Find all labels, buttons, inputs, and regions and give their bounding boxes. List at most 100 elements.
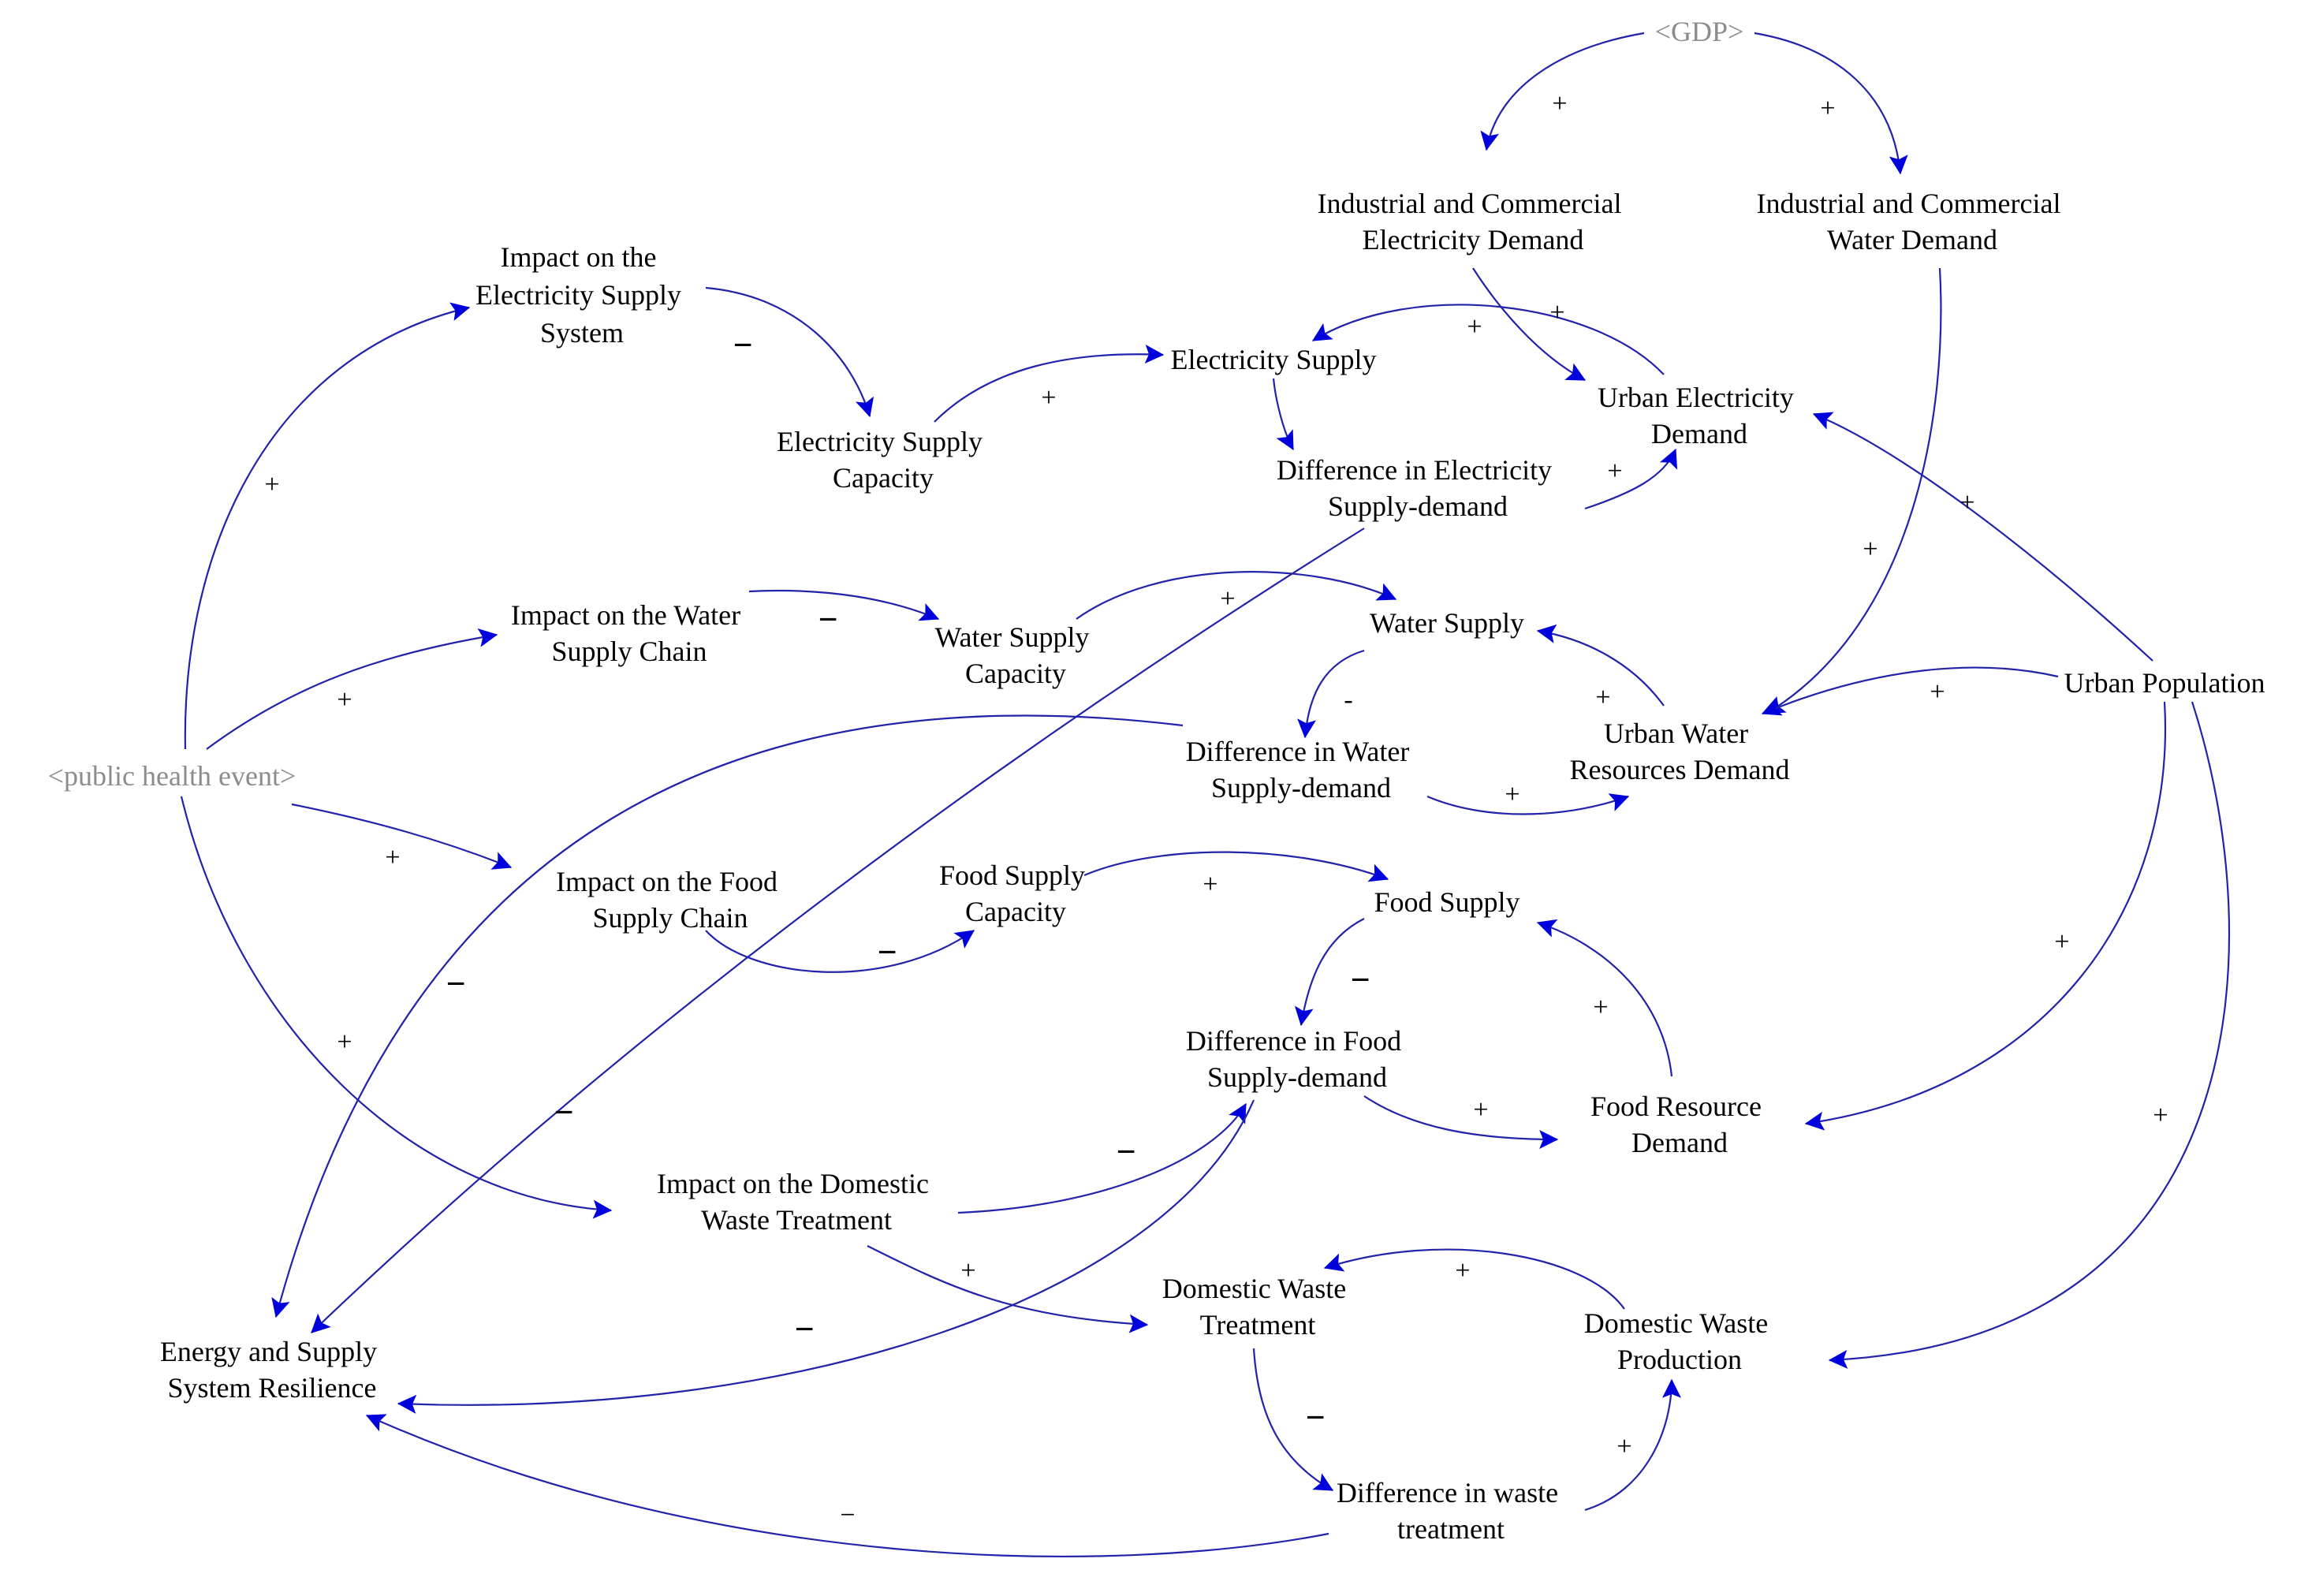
link-diff-food-to-food-demand — [1363, 1095, 1559, 1149]
link-impact-waste-to-diff-food — [957, 1102, 1247, 1214]
polarity-urban-water-to-water-supply: + — [1595, 683, 1610, 712]
link-diff-food-to-resilience — [397, 1099, 1255, 1414]
link-elec-capacity-to-supply — [934, 345, 1165, 423]
link-food-demand-to-food-supply — [1536, 919, 1673, 1077]
polarity-diff-waste-to-resilience: − — [840, 1501, 855, 1530]
node-food-supply-capacity: Food Supply Capacity — [939, 860, 1092, 927]
node-electricity-supply: Electricity Supply — [1171, 344, 1377, 375]
link-population-to-waste-production — [1828, 701, 2230, 1369]
link-gdp-to-ic-elec — [1480, 32, 1645, 151]
polarity-impact-water-to-capacity: − — [818, 600, 837, 639]
link-impact-water-to-capacity — [748, 589, 940, 621]
link-public-health-to-impact-water — [206, 628, 498, 750]
link-diff-waste-to-production — [1584, 1378, 1681, 1512]
link-public-health-to-impact-elec — [184, 302, 471, 750]
link-food-capacity-to-supply — [1083, 851, 1389, 882]
link-impact-elec-to-capacity — [705, 286, 874, 418]
polarity-diff-water-to-resilience: − — [446, 964, 465, 1003]
node-electricity-supply-capacity: Electricity Supply Capacity — [777, 426, 990, 494]
node-food-resource-demand: Food Resource Demand — [1590, 1091, 1769, 1158]
polarity-diff-food-to-resilience: − — [794, 1310, 814, 1348]
link-public-health-to-impact-waste — [180, 796, 613, 1219]
link-ic-elec-to-urban-elec — [1472, 267, 1587, 381]
node-system-resilience: Energy and Supply System Resilience — [160, 1336, 384, 1404]
polarity-urban-elec-to-elec-supply: + — [1467, 312, 1482, 341]
link-population-to-urban-water — [1761, 666, 2059, 716]
polarity-impact-food-to-capacity: − — [877, 933, 897, 971]
link-population-to-food-demand — [1804, 701, 2167, 1131]
link-diff-water-to-resilience — [271, 714, 1184, 1318]
node-difference-waste-treatment: Difference in waste treatment — [1337, 1477, 1565, 1545]
link-diff-water-to-urban-water — [1426, 793, 1630, 815]
polarity-diff-waste-to-production: + — [1616, 1432, 1631, 1461]
node-impact-water-supply: Impact on the Water Supply Chain — [511, 599, 748, 667]
polarity-ic-elec-to-urban-elec: + — [1549, 298, 1564, 327]
link-diff-elec-to-resilience — [311, 528, 1365, 1333]
link-diff-waste-to-resilience — [365, 1414, 1329, 1557]
polarity-population-to-urban-water: + — [1930, 677, 1945, 707]
link-impact-waste-to-waste-treatment — [867, 1245, 1149, 1333]
node-water-supply: Water Supply — [1370, 607, 1524, 639]
polarity-waste-production-to-treatment: + — [1455, 1256, 1470, 1285]
node-difference-food: Difference in Food Supply-demand — [1186, 1025, 1408, 1093]
link-impact-food-to-capacity — [705, 930, 975, 973]
polarity-food-demand-to-food-supply: + — [1593, 993, 1608, 1022]
polarity-food-capacity-to-supply: + — [1203, 870, 1217, 899]
link-waste-treatment-to-diff — [1252, 1348, 1334, 1491]
polarity-gdp-to-ic-elec: + — [1552, 89, 1567, 118]
polarity-water-supply-to-diff: - — [1344, 685, 1352, 714]
polarity-food-supply-to-diff: − — [1350, 960, 1370, 999]
polarity-signs: + + + + − + + + + + + − + - + + + + − + … — [264, 89, 2168, 1530]
node-domestic-waste-production: Domestic Waste Production — [1584, 1307, 1775, 1375]
link-food-supply-to-diff — [1294, 918, 1365, 1027]
node-gdp: <GDP> — [1655, 16, 1744, 47]
polarity-diff-elec-to-resilience: − — [554, 1093, 573, 1132]
polarity-public-health-to-impact-food: + — [385, 843, 400, 872]
polarity-population-to-waste-production: + — [2153, 1101, 2168, 1130]
node-ic-electricity-demand: Industrial and Commercial Electricity De… — [1318, 188, 1629, 255]
link-water-supply-to-diff — [1297, 649, 1365, 739]
polarity-population-to-food-demand: + — [2054, 927, 2069, 956]
node-impact-food-supply: Impact on the Food Supply Chain — [556, 866, 785, 934]
polarity-ic-water-to-urban-water: + — [1863, 535, 1877, 564]
node-urban-electricity-demand: Urban Electricity Demand — [1598, 382, 1801, 449]
polarity-impact-waste-to-waste-treatment: + — [960, 1256, 975, 1285]
link-population-to-urban-elec — [1812, 412, 2153, 662]
node-domestic-waste-treatment: Domestic Waste Treatment — [1162, 1273, 1353, 1341]
polarity-waste-treatment-to-diff: − — [1305, 1398, 1325, 1437]
node-impact-domestic-waste: Impact on the Domestic Waste Treatment — [657, 1168, 936, 1236]
polarity-public-health-to-impact-elec: + — [264, 470, 279, 499]
link-ic-water-to-urban-water — [1765, 267, 1942, 714]
link-water-capacity-to-supply — [1076, 571, 1397, 620]
link-diff-elec-to-urban-elec — [1584, 448, 1678, 510]
polarity-impact-elec-to-capacity: − — [733, 326, 752, 364]
polarity-public-health-to-impact-waste: + — [337, 1027, 352, 1057]
polarity-public-health-to-impact-water: + — [337, 685, 352, 714]
links — [180, 32, 2230, 1557]
polarity-diff-food-to-food-demand: + — [1473, 1095, 1488, 1124]
polarity-population-to-urban-elec: + — [1960, 488, 1974, 517]
polarity-impact-waste-to-diff-food: − — [1116, 1132, 1135, 1171]
node-impact-electricity-supply: Impact on the Electricity Supply System — [475, 241, 688, 349]
node-difference-water: Difference in Water Supply-demand — [1186, 736, 1417, 804]
node-urban-water-demand: Urban Water Resources Demand — [1570, 718, 1790, 785]
polarity-diff-water-to-urban-water: + — [1505, 780, 1520, 809]
polarity-gdp-to-ic-water: + — [1820, 94, 1835, 123]
node-difference-electricity: Difference in Electricity Supply-demand — [1277, 454, 1559, 522]
node-food-supply: Food Supply — [1374, 886, 1520, 918]
polarity-water-capacity-to-supply: + — [1220, 584, 1235, 613]
polarity-diff-elec-to-urban-elec: + — [1607, 457, 1622, 486]
link-elec-supply-to-diff — [1272, 378, 1294, 451]
link-urban-water-to-water-supply — [1536, 624, 1665, 707]
node-public-health-event: <public health event> — [48, 760, 296, 792]
node-water-supply-capacity: Water Supply Capacity — [934, 621, 1096, 689]
node-urban-population: Urban Population — [2064, 667, 2265, 699]
nodes: <GDP> Industrial and Commercial Electric… — [48, 16, 2265, 1545]
link-waste-production-to-treatment — [1323, 1248, 1625, 1310]
link-public-health-to-impact-food — [291, 803, 513, 870]
link-urban-elec-to-elec-supply — [1311, 304, 1665, 375]
link-gdp-to-ic-water — [1754, 32, 1908, 175]
polarity-elec-capacity-to-supply: + — [1041, 383, 1056, 412]
node-ic-water-demand: Industrial and Commercial Water Demand — [1757, 188, 2068, 255]
